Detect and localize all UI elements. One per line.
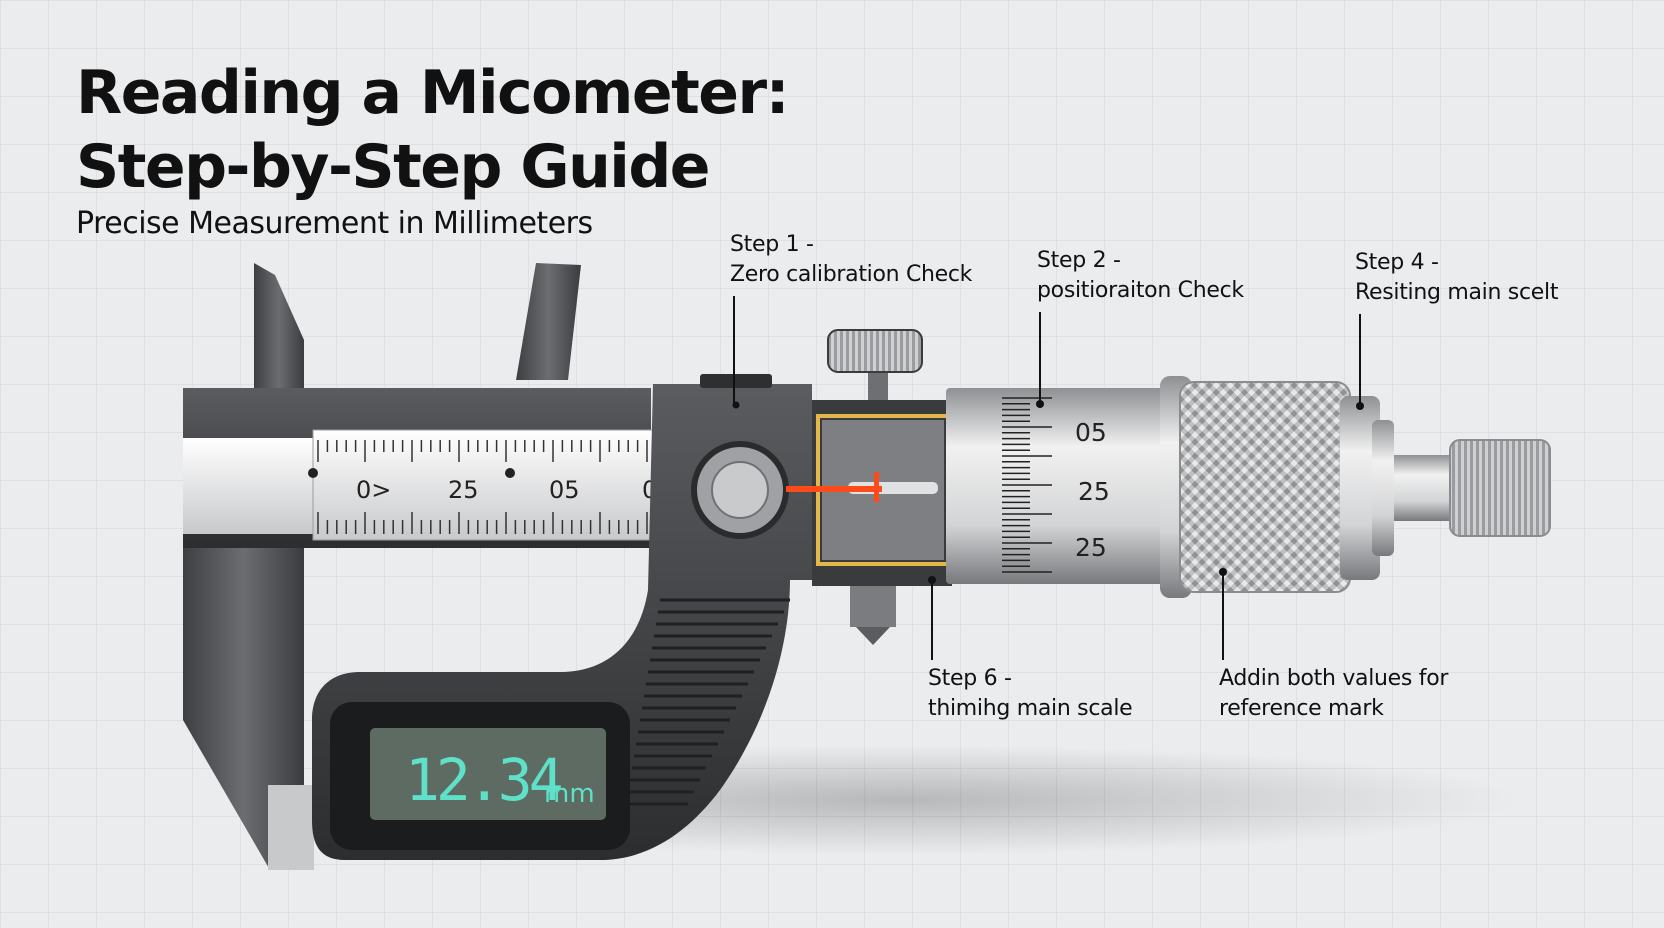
leader-dot bbox=[1356, 402, 1364, 410]
scale-dot bbox=[505, 468, 515, 478]
add-values-label: Addin both values for reference mark bbox=[1219, 664, 1448, 724]
grip-texture bbox=[626, 598, 790, 806]
thimble-scale-ticks bbox=[1002, 397, 1052, 573]
thimble-scale-label: 25 bbox=[1075, 533, 1107, 562]
display-unit: mm bbox=[544, 779, 595, 809]
scale-dot bbox=[308, 468, 318, 478]
lower-anvil bbox=[850, 585, 896, 645]
thimble-scale-label: 25 bbox=[1078, 477, 1110, 506]
step-2-label: Step 2 - positioraiton Check bbox=[1037, 246, 1244, 306]
thimble-scale-label: 05 bbox=[1075, 418, 1107, 447]
main-scale-label: 0> bbox=[356, 476, 391, 504]
step-2-text: positioraiton Check bbox=[1037, 278, 1244, 303]
lock-knob-center bbox=[711, 461, 769, 519]
digital-display: 12.34 mm bbox=[330, 702, 630, 850]
step-1-heading: Step 1 - bbox=[730, 232, 814, 257]
step-6-label: Step 6 - thimihg main scale bbox=[928, 664, 1133, 724]
step-6-heading: Step 6 - bbox=[928, 666, 1012, 691]
spindle-window bbox=[786, 400, 952, 586]
step-4-label: Step 4 - Resiting main scelt bbox=[1355, 248, 1558, 308]
indicator-line bbox=[786, 486, 882, 492]
thimble-barrel: 05 25 25 bbox=[946, 388, 1174, 584]
step-4-text: Resiting main scelt bbox=[1355, 280, 1559, 305]
leader-lines bbox=[733, 296, 1361, 660]
title-line-2: Step-by-Step Guide bbox=[76, 132, 711, 202]
add-values-line-2: reference mark bbox=[1219, 696, 1384, 721]
add-values-line-1: Addin both values for bbox=[1219, 666, 1449, 691]
step-4-heading: Step 4 - bbox=[1355, 250, 1439, 275]
ratchet-end bbox=[1372, 420, 1551, 556]
step-1-text: Zero calibration Check bbox=[730, 262, 973, 287]
main-scale-label: 05 bbox=[549, 476, 580, 504]
display-reading: 12.34 bbox=[405, 746, 562, 814]
leader-dot bbox=[1036, 400, 1044, 408]
leader-dot bbox=[1219, 568, 1227, 576]
knurled-thimble bbox=[1160, 376, 1380, 598]
page-title: Reading a Micometer: Step-by-Step Guide bbox=[76, 56, 790, 204]
ratchet-lock-knob bbox=[827, 329, 923, 400]
main-scale-label: 25 bbox=[448, 476, 479, 504]
lcd-screen bbox=[370, 728, 606, 820]
main-scale-beam: 0> 25 05 0 bbox=[183, 429, 657, 541]
main-scale-ticks bbox=[317, 440, 648, 534]
page-subtitle: Precise Measurement in Millimeters bbox=[76, 206, 593, 241]
step-2-heading: Step 2 - bbox=[1037, 248, 1121, 273]
step-1-label: Step 1 - Zero calibration Check bbox=[730, 230, 972, 290]
title-line-1: Reading a Micometer: bbox=[76, 58, 790, 128]
step-6-text: thimihg main scale bbox=[928, 696, 1133, 721]
leader-dot bbox=[928, 576, 936, 584]
